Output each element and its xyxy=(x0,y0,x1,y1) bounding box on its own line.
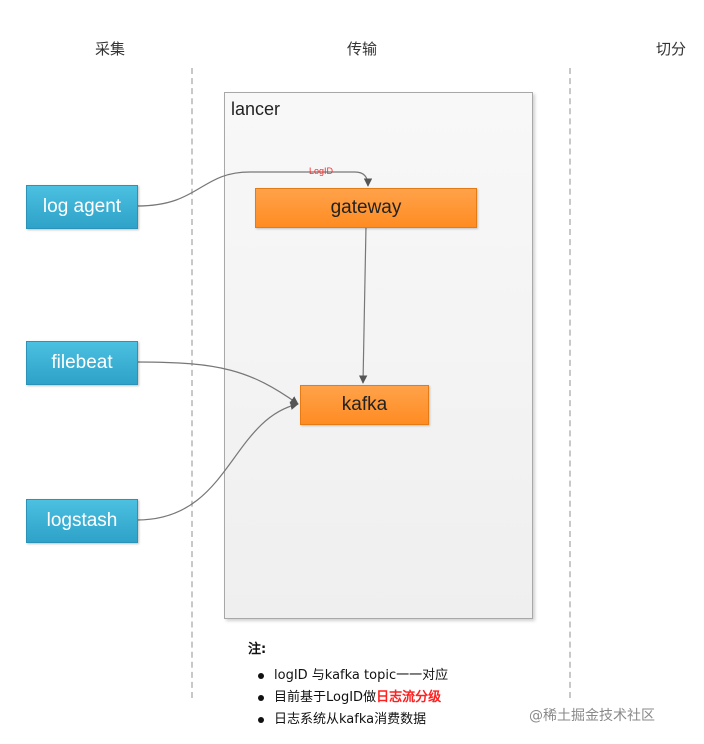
edge-filebeat-kafka xyxy=(136,361,299,405)
source-logstash: logstash xyxy=(26,499,138,543)
note-item-2-highlight: 日志流分级 xyxy=(376,690,442,705)
node-kafka: kafka xyxy=(300,385,429,425)
column-header-transport: 传输 xyxy=(347,40,378,58)
notes: 注: logID 与kafka topic一一对应 目前基于LogID做日志流分… xyxy=(248,638,448,731)
column-header-split: 切分 xyxy=(656,40,687,58)
edge-logagent-gateway xyxy=(136,171,373,207)
logid-edge-label: LogID xyxy=(309,166,334,176)
note-item-2: 目前基于LogID做日志流分级 xyxy=(256,687,448,709)
note-item-1-text: logID 与kafka topic一一对应 xyxy=(274,668,449,683)
watermark: @稀土掘金技术社区 xyxy=(529,708,655,724)
note-item-3: 日志系统从kafka消费数据 xyxy=(256,709,448,731)
note-item-3-text: 日志系统从kafka消费数据 xyxy=(274,712,427,727)
source-log-agent: log agent xyxy=(26,185,138,229)
lancer-title: lancer xyxy=(231,99,281,119)
edge-logstash-kafka xyxy=(136,401,299,521)
source-filebeat: filebeat xyxy=(26,341,138,385)
note-item-2-text: 目前基于LogID做 xyxy=(274,690,377,705)
note-item-1: logID 与kafka topic一一对应 xyxy=(256,665,448,687)
column-header-collect: 采集 xyxy=(95,40,126,58)
node-gateway: gateway xyxy=(255,188,477,228)
divider-right xyxy=(569,68,571,698)
edge-gateway-kafka xyxy=(358,225,368,384)
lancer-container: lancer xyxy=(224,92,533,619)
divider-left xyxy=(191,68,193,698)
notes-title: 注: xyxy=(248,642,267,657)
